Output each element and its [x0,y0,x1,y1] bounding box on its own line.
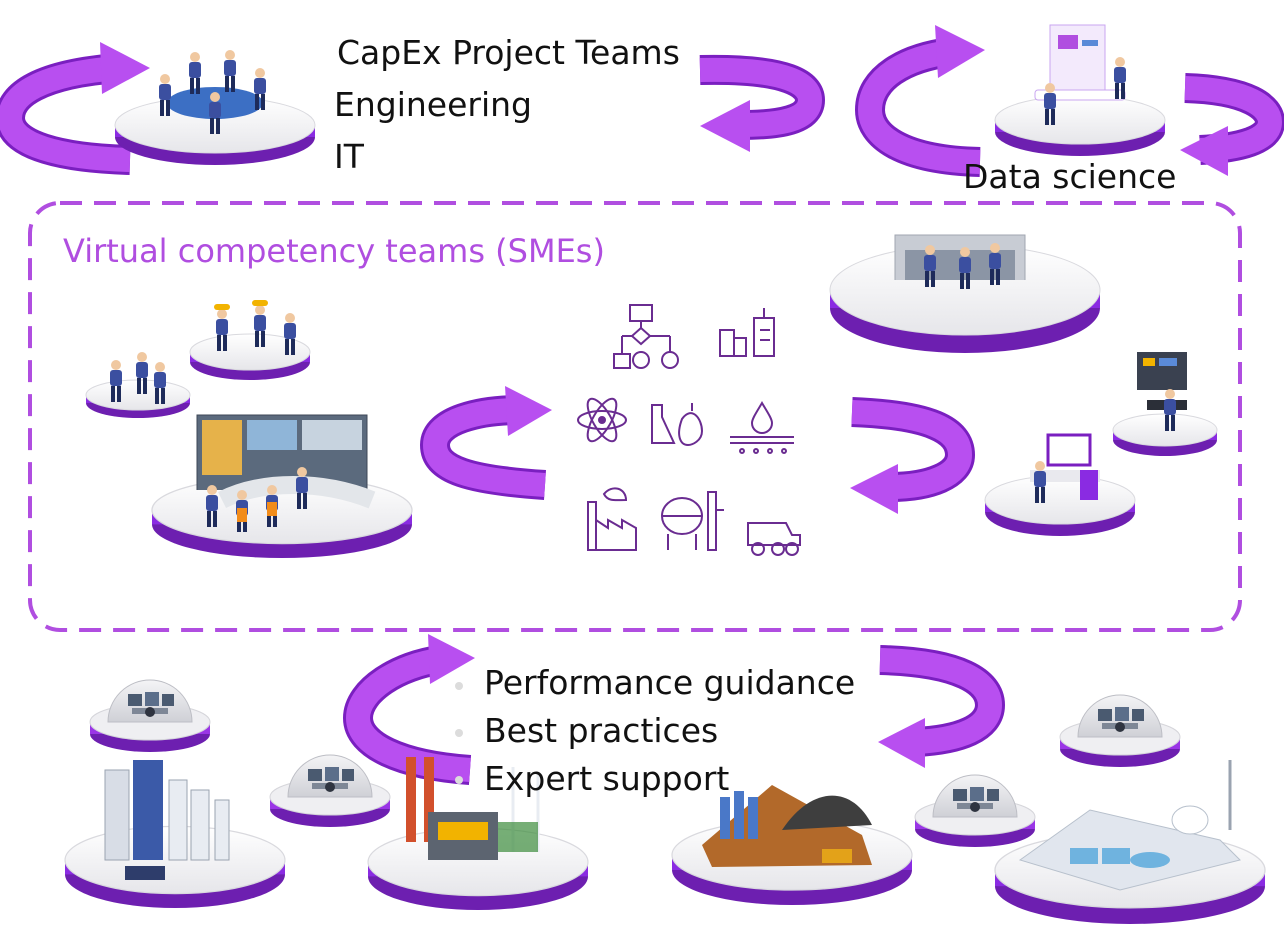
control-room-platform [151,414,413,559]
refinery-tank-icon [661,491,724,551]
team-label-capex: CapEx Project Teams [337,33,680,72]
handshake-platform [85,352,191,418]
open-office-platform [829,234,1101,353]
industry-icon-grid [577,304,801,556]
analyst-desk-platform [984,433,1136,536]
power-plant-platform [367,757,589,911]
cycle-arrow-top-left [0,42,150,175]
mining-truck-icon [747,522,801,556]
remote-ops-dome-3 [914,774,1036,848]
support-item-performance: Performance guidance [484,663,856,702]
remote-ops-dome-2 [269,754,391,828]
support-bullet [455,682,463,690]
data-science-platform [994,24,1166,156]
cycle-arrow-mid-left [419,386,552,500]
data-science-label: Data science [963,157,1177,196]
buildings-icon [719,308,775,357]
atom-icon [577,397,627,443]
chemical-hops-icon [651,403,704,447]
remote-ops-dome-1 [89,679,211,753]
virtual-teams-dashed-frame [28,201,1242,632]
water-treatment-platform [994,760,1266,925]
support-bullet [455,729,463,737]
cycle-arrow-top-center [699,54,826,152]
cycle-arrow-top-right-right [1180,73,1284,176]
cycle-arrow-bottom-left [342,634,475,785]
remote-ops-dome-4 [1059,694,1181,768]
cycle-arrow-top-right-left [854,25,985,177]
team-label-it: IT [334,137,364,176]
support-bullet [455,776,463,784]
chemical-plant-platform [64,760,286,909]
support-item-expert-support: Expert support [484,759,730,798]
cycle-arrow-mid-right [850,397,976,514]
cycle-arrow-bottom-right [878,645,1006,768]
support-item-best-practices: Best practices [484,711,719,750]
virtual-teams-title: Virtual competency teams (SMEs) [63,232,605,270]
green-factory-icon [587,487,637,551]
monitor-desk-platform [1112,352,1218,456]
mining-site-platform [671,785,913,906]
process-flow-icon [613,304,679,369]
team-label-engineering: Engineering [334,85,532,124]
engineers-platform [189,300,311,380]
water-soil-icon [730,401,794,454]
team-meeting-platform [114,50,316,166]
